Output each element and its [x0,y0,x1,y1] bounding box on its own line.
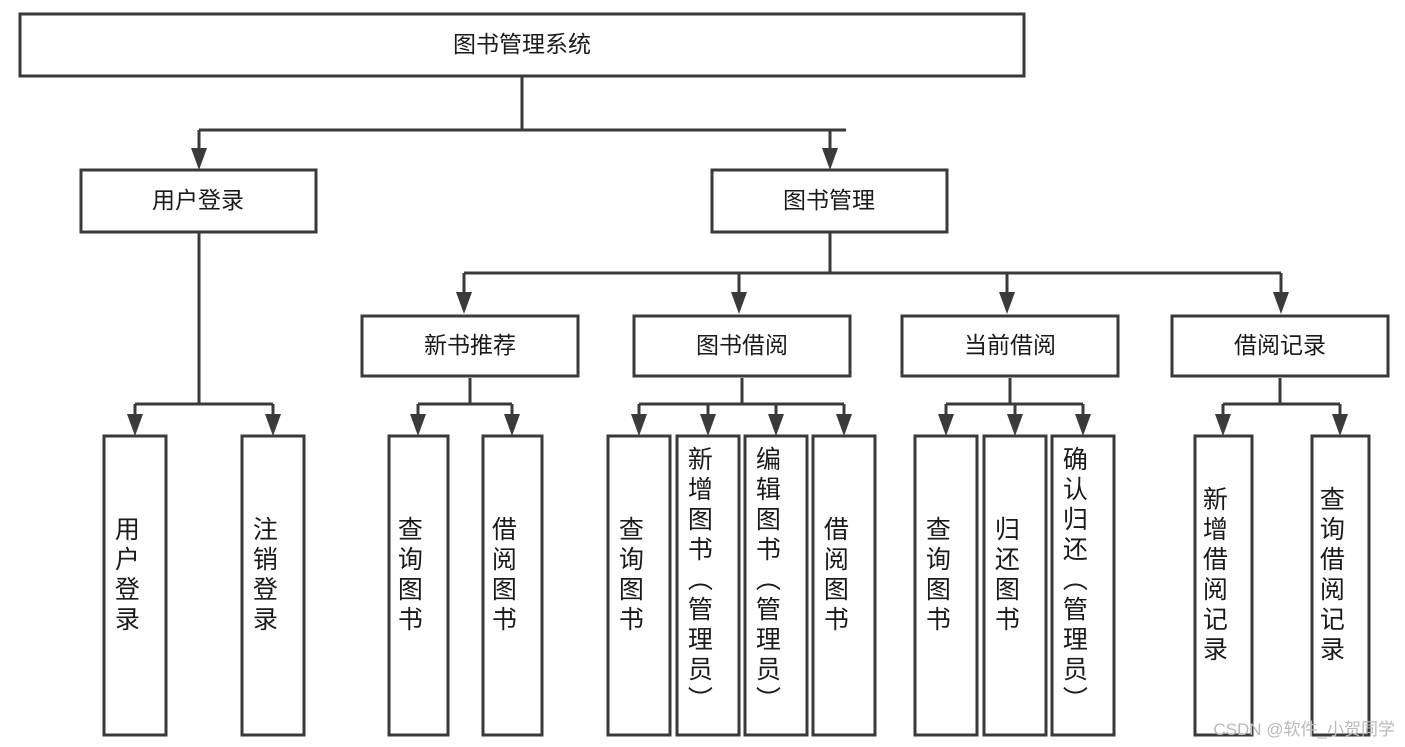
node-label-leaf-borrow-query-book: 查询图书 [615,516,644,636]
node-leaf-user-login-signout[interactable]: 注销登录 [240,434,306,737]
node-label-leaf-user-login-signout: 注销登录 [249,516,278,636]
node-label-leaf-borrow-borrow-book: 借阅图书 [820,516,849,636]
csdn-watermark: CSDN @软件_小贺同学 [1213,720,1395,739]
node-label-leaf-recommend-query-book: 查询图书 [394,516,423,636]
node-user-login[interactable]: 用户登录 [79,168,318,234]
node-label-book-management: 图书管理 [783,187,875,213]
node-new-book-recommend[interactable]: 新书推荐 [360,314,580,378]
node-label-borrow-records: 借阅记录 [1234,332,1326,358]
node-root-system[interactable]: 图书管理系统 [18,12,1026,78]
node-leaf-borrow-borrow-book[interactable]: 借阅图书 [811,434,877,737]
node-borrow-records[interactable]: 借阅记录 [1170,314,1390,378]
node-leaf-user-login-signin[interactable]: 用户登录 [102,434,168,737]
node-leaf-recommend-borrow-book[interactable]: 借阅图书 [481,434,544,737]
connector-current-borrow-to-leaves [938,378,1091,436]
node-leaf-current-return-book[interactable]: 归还图书 [982,434,1048,737]
node-book-management[interactable]: 图书管理 [710,168,949,234]
connector-user-login-to-leaves [127,232,281,436]
node-label-book-borrow: 图书借阅 [696,332,788,358]
node-leaf-current-query-book[interactable]: 查询图书 [913,434,979,737]
connector-new-book-to-leaves [410,378,520,436]
node-label-root-system: 图书管理系统 [453,31,591,57]
connector-root-to-level2 [191,77,846,170]
node-label-leaf-borrow-edit-book: 编辑图书（管理员） [752,446,781,716]
node-leaf-borrow-query-book[interactable]: 查询图书 [606,434,672,737]
node-book-borrow[interactable]: 图书借阅 [632,314,852,378]
node-label-leaf-borrow-add-book: 新增图书（管理员） [684,446,713,716]
node-leaf-borrow-edit-book[interactable]: 编辑图书（管理员） [743,434,809,737]
node-leaf-current-confirm-return[interactable]: 确认归还（管理员） [1050,434,1116,737]
node-label-leaf-current-return-book: 归还图书 [991,516,1020,636]
node-label-leaf-records-query-record: 查询借阅记录 [1316,486,1345,666]
connector-book-borrow-to-leaves [631,378,852,436]
node-leaf-borrow-add-book[interactable]: 新增图书（管理员） [675,434,741,737]
node-leaf-records-query-record[interactable]: 查询借阅记录 [1310,434,1371,737]
node-label-leaf-user-login-signin: 用户登录 [111,516,140,636]
connector-book-mgmt-to-level3 [456,232,1289,314]
node-label-leaf-current-confirm-return: 确认归还（管理员） [1059,446,1088,716]
node-label-current-borrow: 当前借阅 [964,332,1056,358]
node-leaf-recommend-query-book[interactable]: 查询图书 [387,434,450,737]
node-leaf-records-add-record[interactable]: 新增借阅记录 [1193,434,1254,737]
node-label-leaf-records-add-record: 新增借阅记录 [1199,486,1228,666]
node-label-leaf-recommend-borrow-book: 借阅图书 [488,516,517,636]
node-current-borrow[interactable]: 当前借阅 [900,314,1120,378]
connector-borrow-records-to-leaves [1215,378,1348,436]
node-label-user-login: 用户登录 [152,187,244,213]
node-label-new-book-recommend: 新书推荐 [424,332,516,358]
node-label-leaf-current-query-book: 查询图书 [922,516,951,636]
